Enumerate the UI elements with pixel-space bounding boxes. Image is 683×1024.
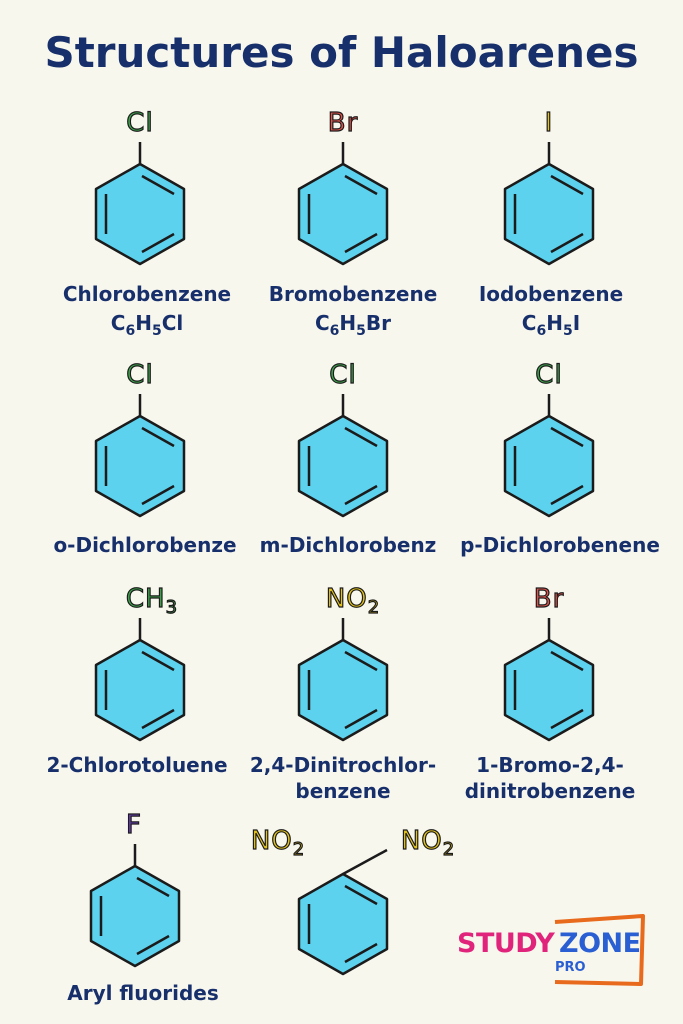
molecule-name: 1-Bromo-2,4-dinitrobenzene bbox=[464, 753, 636, 803]
substituent-label-left: NO2 bbox=[250, 825, 306, 861]
molecule-name: 2,4-Dinitrochlor-benzene bbox=[249, 753, 437, 803]
benzene-ring-icon bbox=[503, 394, 595, 518]
benzene-ring-icon bbox=[297, 848, 389, 976]
logo-pro-text: PRO bbox=[555, 960, 586, 975]
benzene-ring-icon bbox=[94, 142, 186, 266]
molecule-name: Bromobenzene bbox=[268, 282, 438, 306]
molecule-name: m-Dichlorobenz bbox=[259, 533, 437, 557]
molecule-name: o-Dichlorobenze bbox=[53, 533, 237, 557]
molecule-name: p-Dichlorobenene bbox=[460, 533, 660, 557]
molecule-formula: C6H5Br bbox=[314, 311, 392, 339]
benzene-ring-icon bbox=[89, 844, 181, 968]
benzene-ring-icon bbox=[94, 618, 186, 742]
substituent-label: CH3 bbox=[125, 583, 179, 619]
molecule-name: Chlorobenzene bbox=[62, 282, 232, 306]
benzene-ring-icon bbox=[297, 142, 389, 266]
substituent-label: Cl bbox=[535, 359, 563, 390]
benzene-ring-icon bbox=[297, 618, 389, 742]
substituent-label: NO2 bbox=[325, 583, 381, 619]
substituent-label: F bbox=[125, 809, 142, 840]
substituent-label: Cl bbox=[126, 107, 154, 138]
substituent-label: Br bbox=[327, 107, 359, 138]
molecule-name: 2-Chlorotoluene bbox=[46, 753, 228, 777]
benzene-ring-icon bbox=[503, 142, 595, 266]
molecule-formula: C6H5I bbox=[521, 311, 581, 339]
logo-frame-icon bbox=[554, 914, 645, 986]
logo-study-text: STUDY bbox=[457, 928, 555, 959]
benzene-ring-icon bbox=[94, 394, 186, 518]
molecule-name: Iodobenzene bbox=[478, 282, 624, 306]
logo-zone-text: ZONE bbox=[559, 928, 641, 959]
substituent-label: I bbox=[544, 107, 554, 138]
benzene-ring-icon bbox=[503, 618, 595, 742]
substituent-label-right: NO2 bbox=[400, 825, 456, 861]
molecule-name: Aryl fluorides bbox=[67, 981, 219, 1005]
page-title: Structures of Haloarenes bbox=[44, 28, 639, 77]
substituent-label: Br bbox=[533, 583, 565, 614]
substituent-label: Cl bbox=[126, 359, 154, 390]
benzene-ring-icon bbox=[297, 394, 389, 518]
molecule-formula: C6H5Cl bbox=[110, 311, 184, 339]
studyzone-logo: STUDY ZONE PRO bbox=[455, 912, 647, 992]
substituent-label: Cl bbox=[329, 359, 357, 390]
